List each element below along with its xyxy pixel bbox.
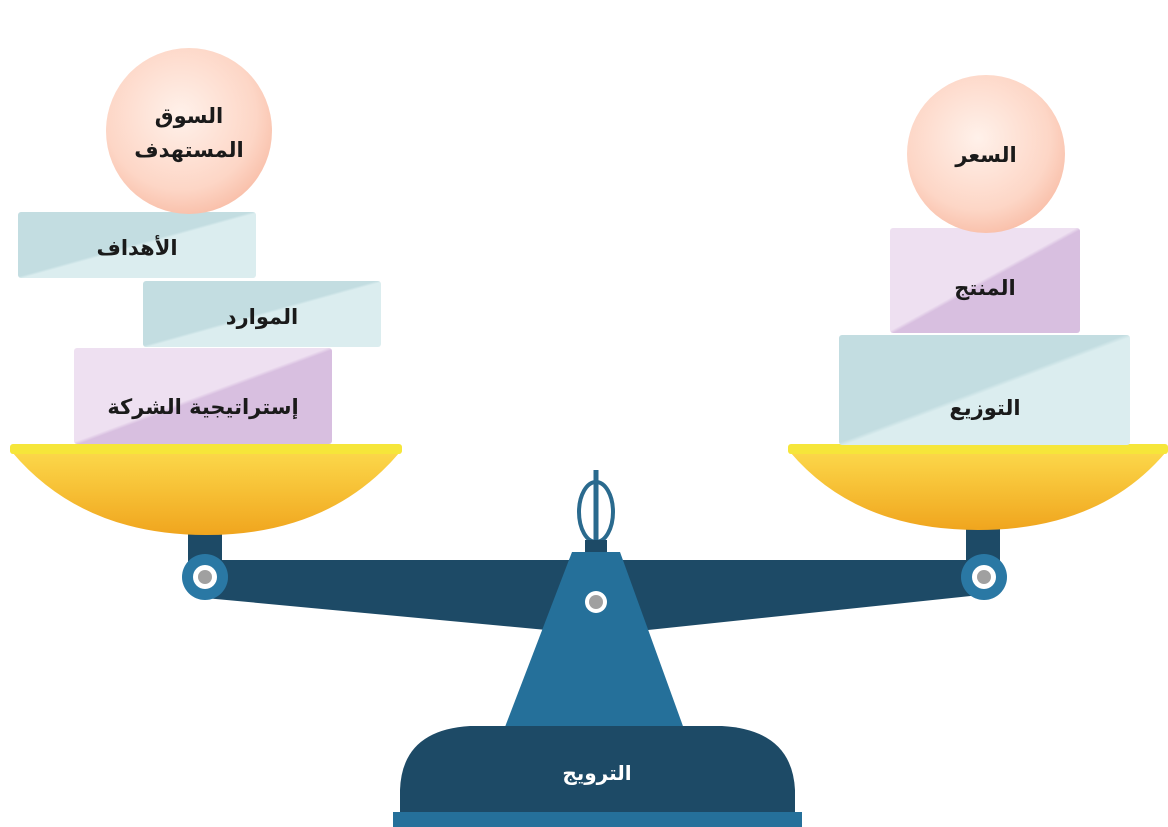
scale-structure: الترويج [182, 470, 1007, 827]
right-pan-bowl [790, 452, 1166, 530]
left-block-resources [143, 281, 381, 347]
right-pan-rim [788, 444, 1168, 454]
scale-pointer [577, 470, 615, 560]
left-block-resources-label: الموارد [226, 305, 298, 329]
right-block-distribution [839, 335, 1130, 445]
scale-base-foot [393, 812, 802, 827]
right-block-product-label: المنتج [954, 276, 1015, 300]
right-block-distribution-label: التوزيع [949, 396, 1020, 420]
right-circle-price [907, 75, 1065, 233]
left-circle-line-2: المستهدف [134, 138, 244, 162]
right-pan: التوزيع المنتج السعر [788, 75, 1168, 530]
left-pan-rim [10, 444, 402, 454]
left-circle-target-market [106, 48, 272, 214]
scale-base [400, 726, 795, 815]
left-pan: إستراتيجية الشركة الموارد الأهداف السوق … [10, 48, 402, 535]
right-circle-price-label: السعر [954, 143, 1016, 167]
left-pan-bowl [12, 452, 400, 535]
left-circle-line-1: السوق [155, 104, 223, 128]
left-pivot-knob [182, 554, 228, 600]
base-label-promotion: الترويج [562, 761, 631, 785]
scale-central-post [500, 552, 688, 740]
right-block-product [890, 228, 1080, 333]
right-pivot-knob [961, 554, 1007, 600]
left-block-strategy-label: إستراتيجية الشركة [107, 395, 298, 419]
left-block-goals [18, 212, 256, 278]
left-block-goals-label: الأهداف [96, 234, 177, 260]
left-block-strategy [74, 348, 332, 444]
